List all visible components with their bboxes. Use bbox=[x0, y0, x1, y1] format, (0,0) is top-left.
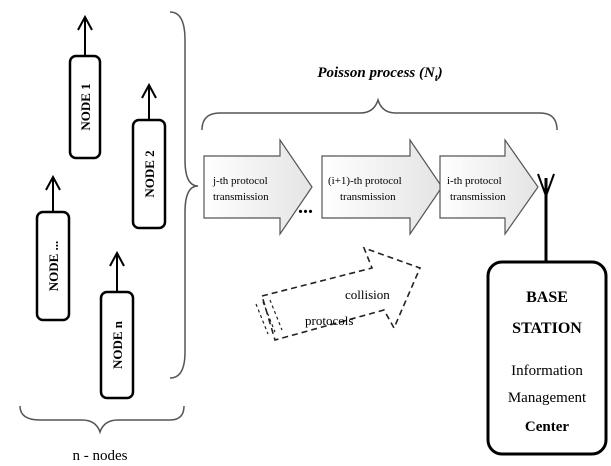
node-1: NODE 1 bbox=[68, 14, 102, 160]
process-label-text: Poisson process (N bbox=[317, 65, 436, 81]
transmission-arrow-i: i-th protocol transmission bbox=[439, 138, 539, 236]
base-station-title1: BASE bbox=[526, 289, 568, 306]
collision-line2: protocols bbox=[305, 313, 353, 328]
base-station-title2: STATION bbox=[512, 320, 582, 337]
base-antenna-head bbox=[537, 173, 555, 199]
transmission-i-line2: transmission bbox=[450, 191, 506, 203]
node-2: NODE 2 bbox=[131, 82, 167, 230]
nodes-brace bbox=[169, 11, 199, 379]
node-2-box bbox=[131, 118, 167, 230]
transmission-i1-line1: (i+1)-th protocol bbox=[328, 175, 402, 187]
ellipsis: ... bbox=[298, 196, 313, 218]
collision-arrow: collision protocols bbox=[255, 246, 422, 341]
process-brace bbox=[201, 97, 558, 131]
node-3: NODE ... bbox=[35, 174, 71, 322]
node-3-label: NODE ... bbox=[46, 241, 61, 292]
transmission-i-line1: i-th protocol bbox=[447, 175, 502, 187]
group-brace bbox=[19, 405, 185, 435]
transmission-j-line1: j-th protocol bbox=[212, 175, 268, 187]
antenna-arrowhead bbox=[141, 82, 157, 99]
node-2-label: NODE 2 bbox=[142, 150, 157, 197]
node-3-box bbox=[35, 210, 71, 322]
node-n-label: NODE n bbox=[110, 320, 125, 369]
base-station-box bbox=[486, 260, 608, 456]
antenna-arrowhead bbox=[45, 174, 61, 191]
transmission-j-line2: transmission bbox=[213, 191, 269, 203]
node-n-box bbox=[99, 290, 135, 400]
base-station-line2: Management bbox=[508, 390, 587, 406]
transmission-arrow-i1: (i+1)-th protocol transmission bbox=[321, 138, 443, 236]
group-label: n - nodes bbox=[73, 448, 128, 464]
transmission-arrow-j: j-th protocol transmission bbox=[203, 138, 313, 236]
antenna-arrowhead bbox=[109, 250, 125, 267]
collision-line1: collision bbox=[345, 287, 390, 302]
process-label-suffix: ) bbox=[436, 65, 443, 81]
base-station-line3: Center bbox=[525, 419, 569, 435]
node-1-label: NODE 1 bbox=[78, 83, 93, 130]
antenna-arrowhead bbox=[77, 14, 93, 31]
process-label: Poisson process (Nt) bbox=[317, 65, 442, 84]
base-station-line1: Information bbox=[511, 363, 583, 379]
node-1-box bbox=[68, 54, 102, 160]
node-n: NODE n bbox=[99, 250, 135, 400]
base-station: BASE STATION Information Management Cent… bbox=[486, 173, 608, 456]
process-label-subscript: t bbox=[435, 73, 439, 84]
transmission-i1-line2: transmission bbox=[340, 191, 396, 203]
